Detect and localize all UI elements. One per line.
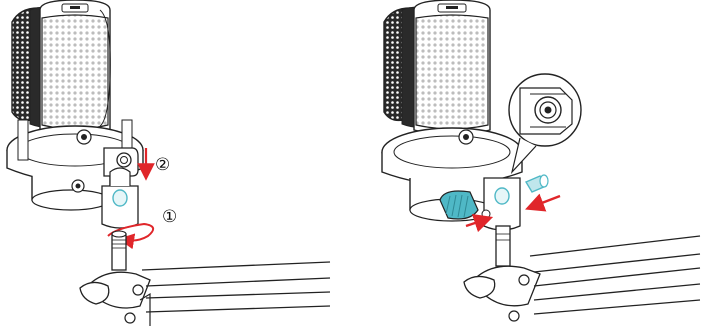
boom-arm [80, 262, 330, 326]
step-label-1: ① [162, 207, 177, 226]
microphone-head-right [414, 0, 490, 135]
microphone-collar-right [382, 128, 522, 185]
left-panel: ② ① [7, 0, 330, 326]
threaded-stud [112, 231, 126, 270]
threaded-stud-right [496, 226, 510, 266]
step-label-2: ② [155, 155, 170, 174]
microphone-base [32, 176, 110, 210]
adapter-clip-right [482, 178, 520, 230]
bolt-screw [526, 175, 548, 192]
right-panel [382, 0, 700, 321]
detail-callout [509, 74, 581, 172]
microphone-head [40, 0, 110, 135]
